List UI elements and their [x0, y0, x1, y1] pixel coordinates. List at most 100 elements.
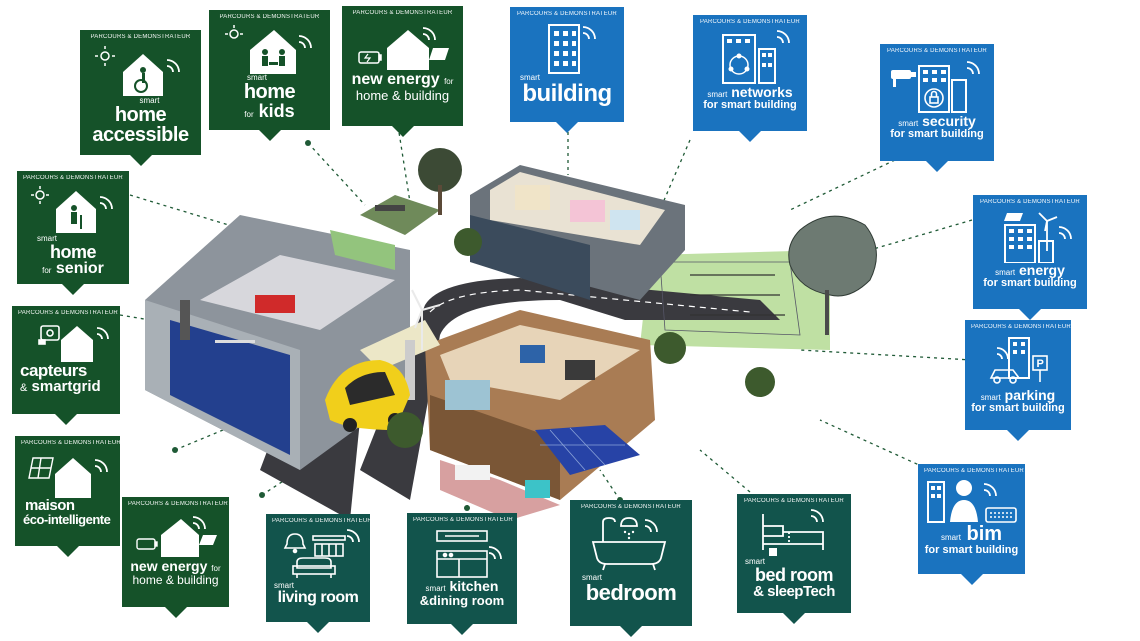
tile-tag: PARCOURS & DEMONSTRATEUR [971, 324, 1071, 330]
wifi-icon [810, 509, 824, 523]
tile-tag: PARCOURS & DEMONSTRATEUR [581, 504, 681, 510]
tile-amp-label: & [20, 382, 28, 394]
tile-subtitle: smartgrid [31, 378, 101, 395]
wifi-icon [99, 196, 113, 210]
lock-icon [924, 88, 944, 108]
tile-smart-parking[interactable]: PARCOURS & DEMONSTRATEUR P smart parking… [965, 320, 1071, 441]
tile-small-label: smart [425, 584, 446, 593]
tile-subtitle: accessible [92, 124, 189, 146]
tile-subtitle: for smart building [971, 401, 1065, 414]
tile-subtitle: home & building [355, 87, 450, 103]
tile-title: bim [966, 523, 1003, 545]
tile-title: living room [277, 589, 359, 606]
tile-smart-living-room[interactable]: PARCOURS & DEMONSTRATEUR smart living ro… [266, 514, 372, 633]
house-icon [31, 186, 113, 233]
solar-panel-icon [428, 48, 449, 60]
bell-icon [283, 533, 307, 554]
tile-title: kitchen [449, 578, 499, 594]
tile-smart-networks[interactable]: PARCOURS & DEMONSTRATEUR smart networks … [693, 15, 807, 142]
tile-smart-home-kids[interactable]: PARCOURS & DEMONSTRATEUR smart home for … [209, 10, 330, 141]
wind-turbine [411, 289, 441, 350]
solar-panel-icon [198, 535, 217, 545]
tile-title: bed room [754, 565, 834, 585]
tile-subtitle: senior [55, 260, 104, 277]
wifi-icon [983, 483, 997, 497]
tile-subtitle: éco-intelligente [23, 512, 111, 527]
tile-title: parking [1004, 387, 1056, 403]
wind-turbine-icon [1037, 212, 1057, 251]
tile-tag: PARCOURS & DEMONSTRATEUR [352, 10, 453, 16]
tile-smart-home-senior[interactable]: PARCOURS & DEMONSTRATEUR smart home for … [17, 171, 129, 295]
tile-title: capteurs [20, 361, 87, 380]
wifi-icon [96, 327, 109, 340]
yellow-car [325, 360, 410, 432]
tile-title: maison [25, 497, 75, 514]
wifi-icon [192, 516, 206, 530]
house-icon [38, 325, 109, 362]
wifi-icon [166, 59, 180, 73]
stove-icon [436, 530, 502, 578]
top-building [470, 165, 685, 300]
tile-capteurs-smartgrid[interactable]: PARCOURS & DEMONSTRATEUR capteurs & smar… [12, 306, 120, 425]
tile-tag: PARCOURS & DEMONSTRATEUR [90, 34, 191, 40]
tile-small-label: smart [582, 573, 602, 582]
tile-smart-kitchen[interactable]: PARCOURS & DEMONSTRATEUR smart kitchen &… [407, 513, 517, 635]
tile-tag: PARCOURS & DEMONSTRATEUR [21, 440, 121, 446]
wheelchair-icon [134, 67, 148, 93]
wifi-icon [996, 347, 1009, 360]
left-building [145, 215, 410, 470]
tile-small-label: smart [139, 96, 160, 105]
building-icon [1003, 212, 1072, 263]
tile-smart-energy[interactable]: PARCOURS & DEMONSTRATEUR smart energy fo… [973, 195, 1087, 320]
tile-subtitle: for smart building [703, 98, 797, 111]
tile-smart-bed-room-sleeptech[interactable]: PARCOURS & DEMONSTRATEUR smart bed room … [737, 494, 851, 624]
tile-new-energy-top[interactable]: PARCOURS & DEMONSTRATEUR new energy for … [342, 6, 463, 137]
tile-smart-security[interactable]: PARCOURS & DEMONSTRATEUR smart security … [880, 44, 994, 172]
tile-title: bedroom [585, 580, 677, 605]
tile-smart-bedroom[interactable]: PARCOURS & DEMONSTRATEUR smart bedroom [570, 500, 692, 637]
parking-icon: P [1032, 355, 1048, 382]
camera-icon [891, 70, 916, 87]
wifi-icon [422, 27, 436, 41]
tile-title: security [922, 113, 976, 129]
tile-small-label: smart [995, 268, 1016, 277]
keyboard-icon [985, 507, 1017, 523]
building-icon [927, 480, 1017, 523]
tile-small-label: smart [520, 73, 540, 82]
tile-title: new energy [351, 71, 440, 88]
tile-subtitle: for smart building [983, 276, 1077, 289]
tile-tag: PARCOURS & DEMONSTRATEUR [413, 517, 513, 523]
tile-tag: PARCOURS & DEMONSTRATEUR [517, 11, 617, 17]
sofa-icon [283, 529, 360, 578]
tile-new-energy-bottom[interactable]: PARCOURS & DEMONSTRATEUR new energy for … [122, 497, 229, 618]
wifi-icon [1058, 226, 1072, 240]
tile-tag: PARCOURS & DEMONSTRATEUR [128, 501, 228, 507]
tile-smart-building[interactable]: PARCOURS & DEMONSTRATEUR smart building [510, 7, 624, 133]
tile-tag: PARCOURS & DEMONSTRATEUR [23, 175, 123, 181]
building-icon [548, 24, 596, 74]
sun-icon [225, 25, 243, 39]
wifi-icon [966, 61, 980, 75]
wifi-icon [346, 529, 360, 543]
tile-title: building [522, 80, 612, 107]
tile-smart-bim[interactable]: PARCOURS & DEMONSTRATEUR smart bim for s… [918, 464, 1025, 585]
tile-tag: PARCOURS & DEMONSTRATEUR [744, 498, 844, 504]
sun-icon [31, 186, 49, 204]
building-icon [891, 61, 980, 113]
tile-title: home [243, 81, 296, 103]
tile-for-label: for [244, 110, 254, 119]
battery-icon [357, 51, 382, 64]
trees [387, 148, 877, 448]
tile-for-label: for [444, 77, 454, 86]
house-icon [95, 46, 180, 96]
house-icon [27, 457, 108, 498]
tile-smart-home-accessible[interactable]: PARCOURS & DEMONSTRATEUR smart home acce… [80, 30, 201, 166]
tile-maison-eco-intelligente[interactable]: PARCOURS & DEMONSTRATEUR maison éco-inte… [15, 436, 121, 557]
tile-small-label: smart [707, 90, 728, 99]
tile-small-label: smart [745, 557, 765, 566]
wifi-icon [644, 519, 658, 533]
tile-title: home [49, 242, 97, 262]
tile-title: home [114, 104, 167, 126]
tile-tag: PARCOURS & DEMONSTRATEUR [980, 199, 1080, 205]
house-icon [225, 25, 312, 74]
